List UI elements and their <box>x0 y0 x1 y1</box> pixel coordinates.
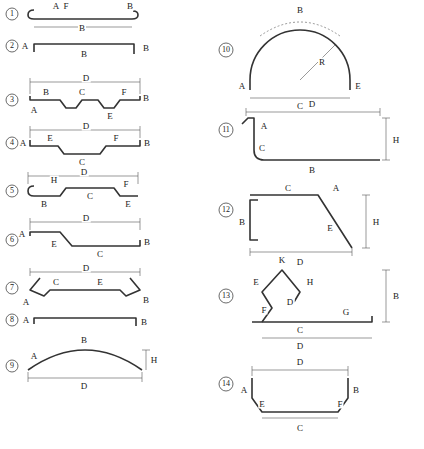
dimension-letter: C <box>78 158 86 167</box>
callout-number: 1 <box>9 10 15 18</box>
callout-number: 14 <box>221 380 231 388</box>
dimension-letter: D <box>80 382 89 391</box>
dimension-letter: D <box>296 358 305 367</box>
dimension-letter: E <box>124 200 132 209</box>
dimension-letter: C <box>52 278 60 287</box>
callout-number: 12 <box>221 206 231 214</box>
dimension-letter: C <box>78 88 86 97</box>
dimension-letter: F <box>336 400 343 409</box>
dimension-letter: B <box>42 88 50 97</box>
dimension-letter: E <box>106 112 114 121</box>
dimension-letter: B <box>238 218 246 227</box>
dimension-letter: B <box>142 44 150 53</box>
dimension-letter: A <box>260 122 269 131</box>
dimension-letter: B <box>392 292 400 301</box>
dimension-letter: F <box>62 2 69 11</box>
dimension-letter: E <box>96 278 104 287</box>
dimension-letter: F <box>112 134 119 143</box>
dimension-letter: D <box>296 342 305 351</box>
callout-number: 2 <box>9 42 15 50</box>
dimension-letter: C <box>296 102 304 111</box>
dimension-letter: D <box>308 100 317 109</box>
dimension-letter: B <box>142 94 150 103</box>
dimension-letter: D <box>80 168 89 177</box>
dimension-letter: A <box>52 2 61 11</box>
dimension-letter: K <box>278 256 287 265</box>
dimension-letter: C <box>296 424 304 433</box>
dimension-letter: A <box>19 139 28 148</box>
dimension-letter: A <box>30 352 39 361</box>
callout-number: 13 <box>221 292 231 300</box>
dimension-letter: A <box>22 298 31 307</box>
callout-number: 11 <box>221 126 231 134</box>
dimension-letter: A <box>332 184 341 193</box>
dimension-letter: A <box>21 42 30 51</box>
dimension-letter: D <box>82 214 91 223</box>
callout-number: 3 <box>9 96 15 104</box>
callout-number: 9 <box>9 362 15 370</box>
callout-number: 5 <box>9 187 15 195</box>
dimension-letter: F <box>122 180 129 189</box>
dimension-letter: H <box>372 218 381 227</box>
dimension-letter: B <box>143 139 151 148</box>
callout-number: 7 <box>9 284 15 292</box>
dimension-letter: A <box>22 316 31 325</box>
dimension-letter: C <box>86 192 94 201</box>
dimension-letter: E <box>46 134 54 143</box>
dimension-letter: A <box>30 106 39 115</box>
dimension-letter: B <box>126 2 134 11</box>
dimension-letter: E <box>252 278 260 287</box>
callout-number: 4 <box>9 139 15 147</box>
dimension-letter: C <box>296 326 304 335</box>
callout-number: 8 <box>9 316 15 324</box>
dimension-letter: E <box>258 400 266 409</box>
dimension-letter: R <box>318 58 326 67</box>
dimension-letter: H <box>150 356 159 365</box>
dimension-letter: E <box>354 82 362 91</box>
dimension-letter: F <box>260 306 267 315</box>
dimension-letter: B <box>80 50 88 59</box>
dimension-letter: C <box>284 184 292 193</box>
dimension-letter: D <box>82 74 91 83</box>
dimension-letter: D <box>286 298 295 307</box>
dimension-letter: B <box>78 24 86 33</box>
dimension-letter: B <box>143 238 151 247</box>
dimension-letter: A <box>240 386 249 395</box>
dimension-letter: D <box>82 122 91 131</box>
dimension-letter: H <box>392 136 401 145</box>
dimension-letter: E <box>326 224 334 233</box>
dimension-letter: C <box>96 250 104 259</box>
dimension-letter: A <box>18 230 27 239</box>
callout-number: 6 <box>9 236 15 244</box>
dimension-letter: E <box>50 240 58 249</box>
dimension-letter: F <box>120 88 127 97</box>
dimension-letter: B <box>296 6 304 15</box>
dimension-letter: C <box>258 144 266 153</box>
dimension-letter: H <box>306 278 315 287</box>
dimension-letter: H <box>50 176 59 185</box>
dimension-letter: B <box>40 200 48 209</box>
dimension-letter: G <box>342 308 351 317</box>
dimension-letter: B <box>80 336 88 345</box>
dimension-letter: D <box>82 264 91 273</box>
dimension-letter: B <box>140 318 148 327</box>
callout-number: 10 <box>221 46 231 54</box>
dimension-letter: A <box>238 82 247 91</box>
dimension-letter: B <box>352 386 360 395</box>
dimension-letter: B <box>308 166 316 175</box>
dimension-letter: B <box>142 296 150 305</box>
dimension-letter: D <box>296 258 305 267</box>
